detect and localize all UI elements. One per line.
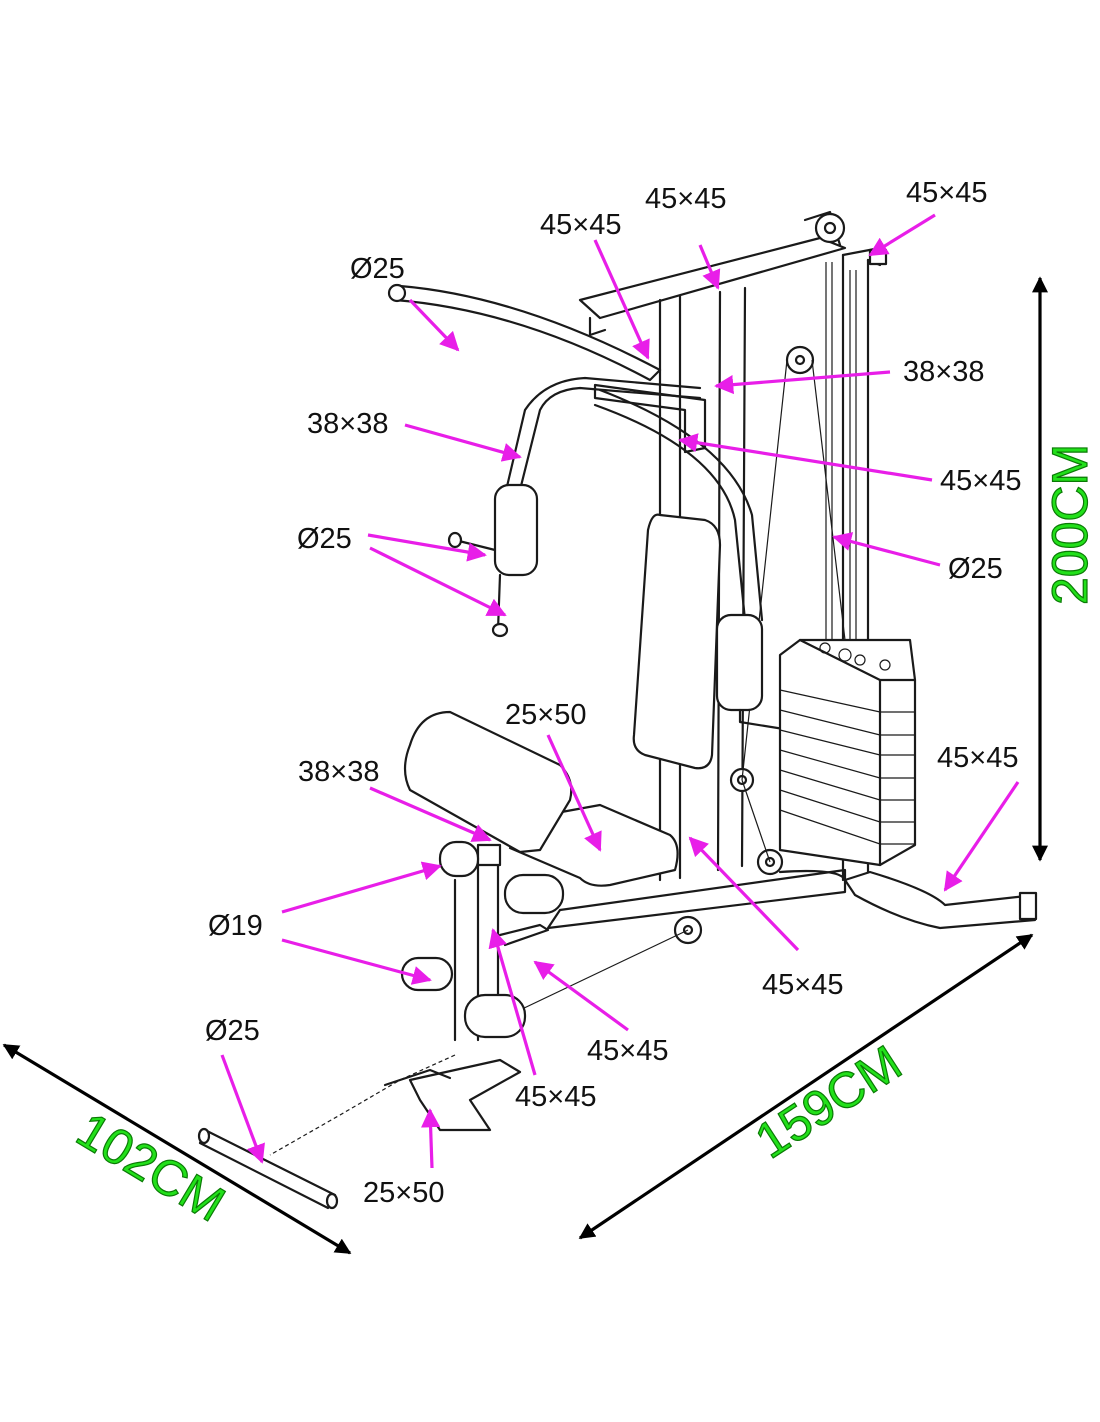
- part-labels: 45×45 45×45 45×45 Ø25 38×38 38×38 45×45 …: [205, 177, 1021, 1209]
- label-lat-bar: Ø25: [350, 253, 405, 285]
- label-foot-plate: 25×50: [363, 1177, 444, 1209]
- label-handle: Ø25: [297, 523, 352, 555]
- label-base-right: 45×45: [937, 742, 1018, 774]
- dimension-height: 200CM: [1042, 444, 1098, 605]
- dimension-lines: [2, 276, 1048, 1255]
- dimension-length: 159CM: [745, 1034, 911, 1169]
- machine-drawing: [197, 210, 1038, 1210]
- label-frame-mid: 45×45: [587, 1035, 668, 1067]
- label-leg-lower: 45×45: [515, 1081, 596, 1113]
- label-frame-bottom: 45×45: [762, 969, 843, 1001]
- label-pulley-frame: 38×38: [903, 356, 984, 388]
- label-top-left: 45×45: [540, 209, 621, 241]
- label-top-right: 45×45: [906, 177, 987, 209]
- label-seat-pad: 25×50: [505, 699, 586, 731]
- label-top-mid: 45×45: [645, 183, 726, 215]
- label-guide-rod: Ø25: [948, 553, 1003, 585]
- label-press-arm: 38×38: [307, 408, 388, 440]
- label-roller: Ø19: [208, 910, 263, 942]
- label-seat-frame: 38×38: [298, 756, 379, 788]
- label-ankle-bar: Ø25: [205, 1015, 260, 1047]
- label-upright-cross: 45×45: [940, 465, 1021, 497]
